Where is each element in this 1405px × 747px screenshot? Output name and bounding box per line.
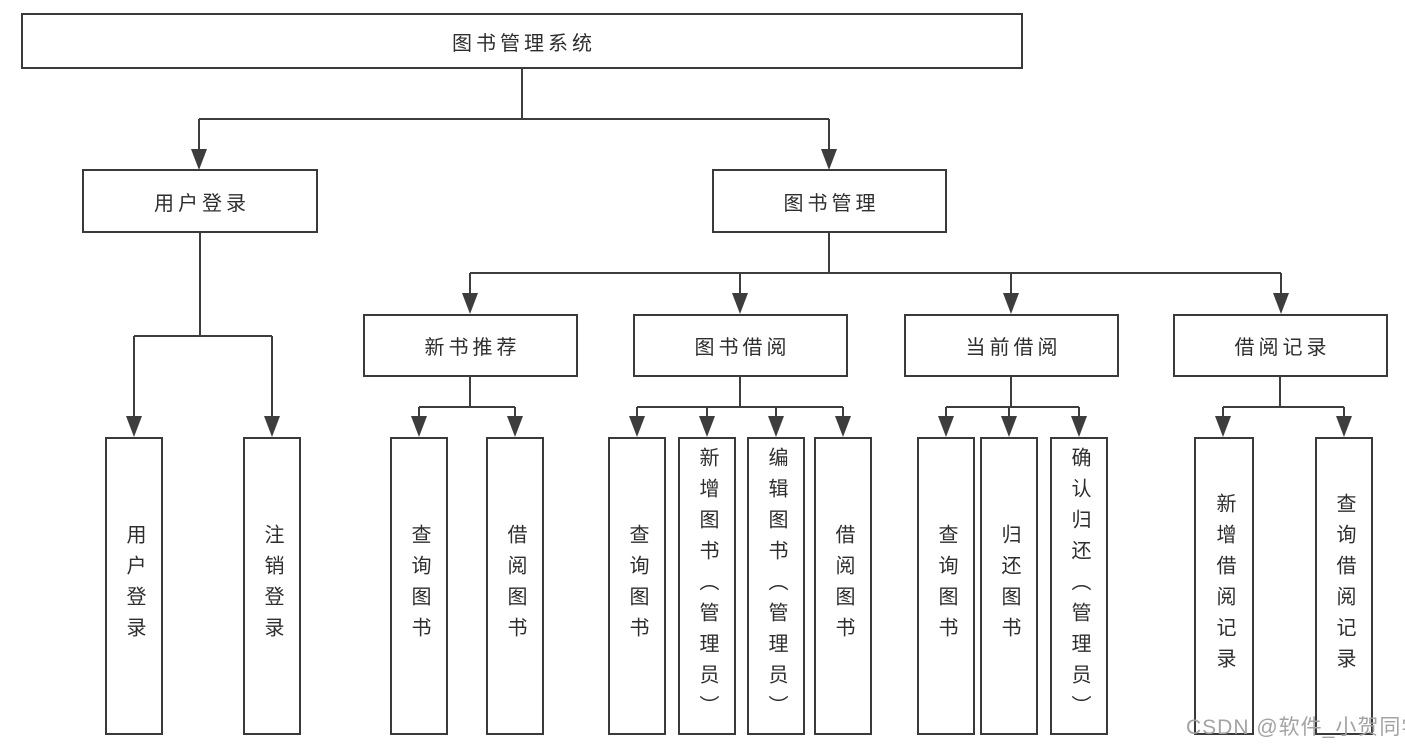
- connector-user-login-to-leaves: [126, 233, 280, 437]
- leaf-user-login: 用户登录: [105, 437, 163, 735]
- node-label: 图书管理系统: [452, 32, 596, 55]
- leaf-query-books-current: 查询图书: [917, 437, 975, 735]
- leaf-label: 归还图书: [998, 524, 1020, 648]
- leaf-label: 查询图书: [626, 524, 648, 648]
- leaf-label: 确认归还（管理员）: [1068, 446, 1090, 726]
- leaf-label: 查询图书: [408, 524, 430, 648]
- node-label: 新书推荐: [424, 337, 521, 359]
- leaf-label: 用户登录: [123, 524, 145, 648]
- csdn-watermark: CSDN @软件_小贺同学: [1186, 716, 1405, 739]
- leaf-confirm-return-admin: 确认归还（管理员）: [1050, 437, 1108, 735]
- connector-book-borrow-to-leaves: [629, 377, 851, 437]
- leaf-add-borrow-record: 新增借阅记录: [1194, 437, 1254, 735]
- connector-current-borrow-to-leaves: [938, 377, 1087, 437]
- leaf-label: 注销登录: [261, 524, 283, 648]
- connector-root-to-level2: [191, 69, 837, 170]
- leaf-borrow-books-borrow: 借阅图书: [814, 437, 872, 735]
- connector-new-book-recommend-to-leaves: [411, 377, 523, 437]
- leaf-return-books: 归还图书: [980, 437, 1038, 735]
- leaf-query-books-recommend: 查询图书: [390, 437, 448, 735]
- node-book-borrow: 图书借阅: [633, 314, 848, 377]
- node-label: 图书管理: [783, 192, 880, 215]
- node-book-management: 图书管理: [712, 169, 947, 233]
- leaf-label: 借阅图书: [832, 524, 854, 648]
- leaf-add-books-admin: 新增图书（管理员）: [678, 437, 736, 735]
- leaf-label: 借阅图书: [504, 524, 526, 648]
- node-user-login: 用户登录: [82, 169, 318, 233]
- connector-book-management-to-level3: [462, 233, 1289, 314]
- leaf-label: 编辑图书（管理员）: [765, 446, 787, 726]
- node-label: 当前借阅: [965, 337, 1062, 359]
- node-current-borrow: 当前借阅: [904, 314, 1119, 377]
- node-label: 用户登录: [154, 192, 250, 215]
- node-new-book-recommend: 新书推荐: [363, 314, 578, 377]
- node-label: 图书借阅: [694, 337, 791, 359]
- leaf-logout: 注销登录: [243, 437, 301, 735]
- leaf-borrow-books-recommend: 借阅图书: [486, 437, 544, 735]
- node-label: 借阅记录: [1234, 337, 1331, 359]
- leaf-query-borrow-record: 查询借阅记录: [1315, 437, 1373, 735]
- leaf-query-books-borrow: 查询图书: [608, 437, 666, 735]
- node-borrow-records: 借阅记录: [1173, 314, 1388, 377]
- leaf-label: 新增图书（管理员）: [696, 446, 718, 726]
- leaf-label: 查询图书: [935, 524, 957, 648]
- leaf-edit-books-admin: 编辑图书（管理员）: [747, 437, 805, 735]
- node-root-book-management-system: 图书管理系统: [21, 13, 1023, 69]
- connector-borrow-records-to-leaves: [1215, 377, 1352, 437]
- leaf-label: 查询借阅记录: [1333, 493, 1355, 679]
- leaf-label: 新增借阅记录: [1213, 493, 1235, 679]
